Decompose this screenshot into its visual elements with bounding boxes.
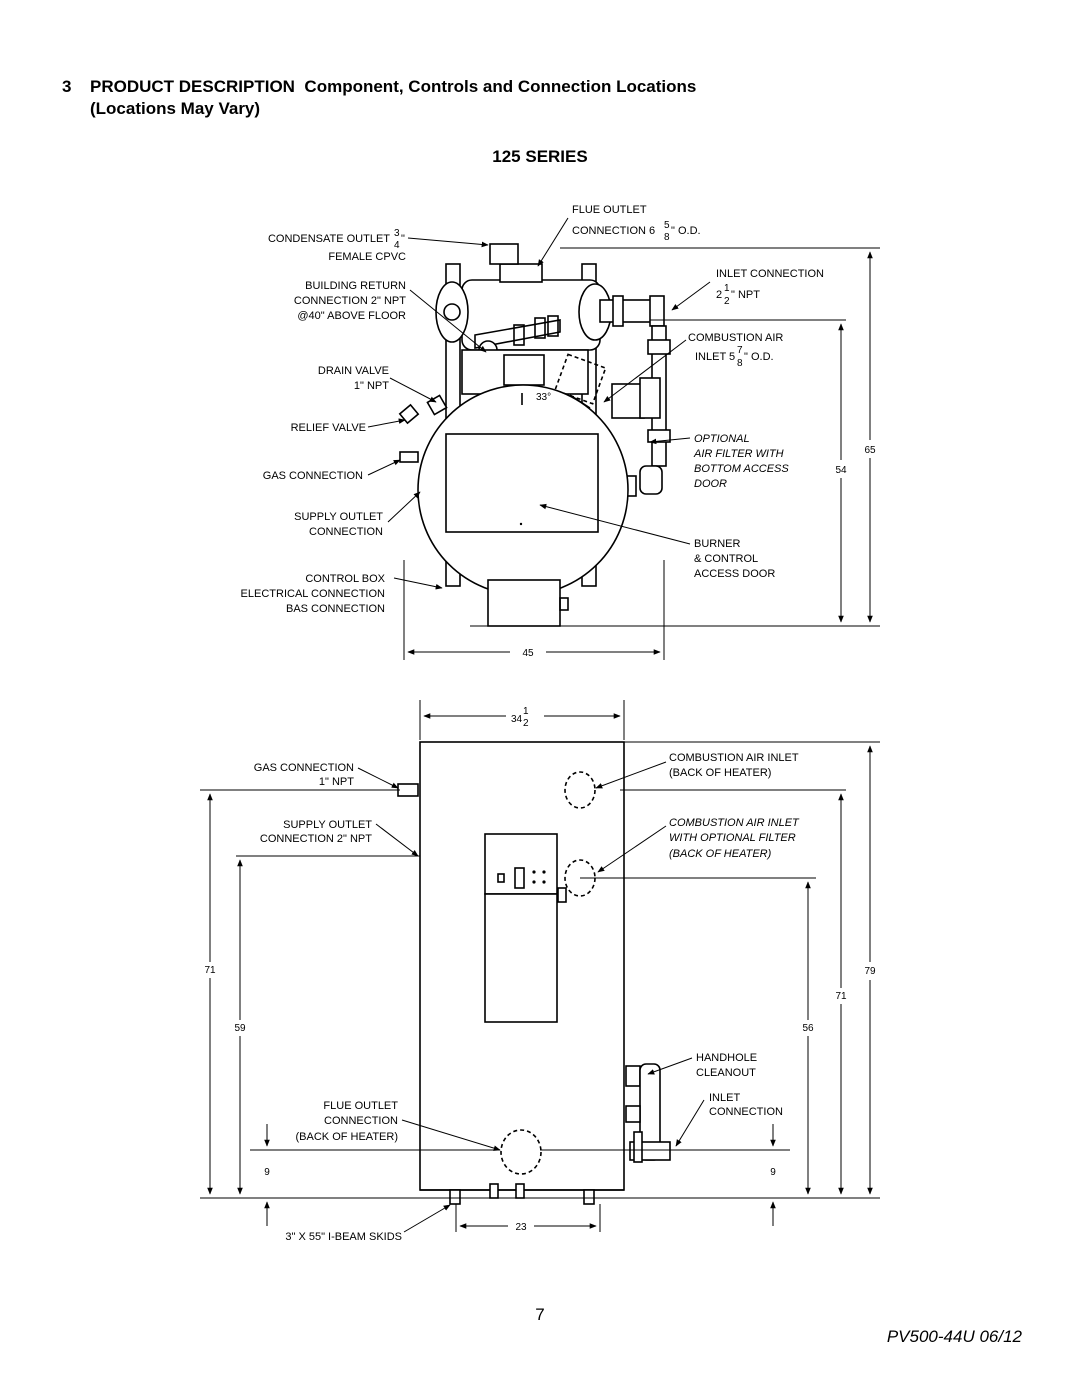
combustion-filter-label-3: (BACK OF HEATER) [669, 848, 772, 860]
inlet-connection-label-3: " NPT [731, 289, 760, 301]
front-view-drawing [397, 741, 671, 1205]
gas-connection-label: GAS CONNECTION [263, 470, 363, 482]
combustion-filter-label-2: WITH OPTIONAL FILTER [669, 832, 796, 844]
top-view-drawing [398, 243, 671, 627]
dim-height-54: 54 [835, 465, 847, 476]
flue-outlet-label-3: " O.D. [671, 225, 701, 237]
drain-valve-label-1: DRAIN VALVE [318, 365, 389, 377]
supply-outlet-label-1: SUPPLY OUTLET [294, 511, 383, 523]
control-box-label-2: ELECTRICAL CONNECTION [241, 588, 386, 600]
dim-right-71: 71 [835, 991, 847, 1002]
front-view-dimensions [200, 700, 880, 1232]
building-return-label-1: BUILDING RETURN [305, 280, 406, 292]
drain-valve-label-2: 1" NPT [354, 380, 389, 392]
section-subtitle: Component, Controls and Connection Locat… [304, 77, 697, 96]
combustion-inlet-label-1: COMBUSTION AIR INLET [669, 752, 799, 764]
building-return-label-2: CONNECTION 2" NPT [294, 295, 406, 307]
control-box-label-1: CONTROL BOX [305, 573, 385, 585]
burner-label-3: ACCESS DOOR [694, 568, 775, 580]
front-view-leaders [357, 761, 705, 1233]
control-panel-dots [532, 870, 546, 884]
control-box-label-3: BAS CONNECTION [286, 603, 385, 615]
condensate-label-1: CONDENSATE OUTLET [268, 233, 390, 245]
dim-right-79: 79 [864, 966, 876, 977]
optional-label-4: DOOR [694, 478, 727, 490]
inlet-label-1: INLET [709, 1092, 740, 1104]
inlet-frac-d: 2 [724, 296, 730, 307]
optional-label-2: AIR FILTER WITH [693, 448, 784, 460]
section-number: 3 [62, 77, 72, 96]
page-number: 7 [535, 1305, 545, 1324]
dim-width-45: 45 [522, 648, 534, 659]
top-view-leaders [367, 217, 711, 590]
front-flue-label-1: FLUE OUTLET [323, 1100, 398, 1112]
combustion-air-label-2: INLET 5 [695, 351, 735, 363]
supply-outlet-label-2: CONNECTION [309, 526, 383, 538]
skids-label: 3" X 55" I-BEAM SKIDS [285, 1231, 402, 1243]
angle-label: 33° [536, 392, 551, 403]
flue-outlet-frac-d: 8 [664, 232, 670, 243]
document-code: PV500-44U 06/12 [886, 1327, 1022, 1346]
front-supply-label-1: SUPPLY OUTLET [283, 819, 372, 831]
section-title: PRODUCT DESCRIPTION [90, 77, 295, 96]
combustion-air-label-3: " O.D. [744, 351, 774, 363]
condensate-frac-n: 3 [394, 228, 400, 239]
combustion-frac-d: 8 [737, 358, 743, 369]
section-title-line1: PRODUCT DESCRIPTION Component, Controls … [90, 76, 696, 98]
flue-outlet-label-1: FLUE OUTLET [572, 204, 647, 216]
burner-label-1: BURNER [694, 538, 741, 550]
section-title-line2: (Locations May Vary) [90, 99, 261, 118]
condensate-quote: " [401, 233, 405, 245]
dim-top-width-frac-n: 1 [523, 706, 529, 717]
dim-skid-width: 23 [515, 1222, 527, 1233]
burner-center-dot [519, 522, 523, 526]
inlet-label-2: CONNECTION [709, 1106, 783, 1118]
series-title: 125 SERIES [492, 147, 588, 166]
inlet-connection-label-2: 2 [716, 289, 722, 301]
dim-left-9: 9 [264, 1167, 270, 1178]
combustion-inlet-label-2: (BACK OF HEATER) [669, 767, 771, 779]
combustion-air-label-1: COMBUSTION AIR [688, 332, 783, 344]
handhole-label-1: HANDHOLE [696, 1052, 757, 1064]
burner-label-2: & CONTROL [694, 553, 758, 565]
building-return-label-3: @40" ABOVE FLOOR [297, 310, 406, 322]
flue-outlet-frac-n: 5 [664, 220, 670, 231]
dim-height-65: 65 [864, 445, 876, 456]
condensate-label-2: FEMALE CPVC [328, 251, 406, 263]
flue-outlet-label-2: CONNECTION 6 [572, 225, 655, 237]
front-gas-label-2: 1" NPT [319, 776, 354, 788]
dim-right-56: 56 [802, 1023, 814, 1034]
inlet-frac-n: 1 [724, 283, 730, 294]
combustion-filter-label-1: COMBUSTION AIR INLET [669, 817, 800, 829]
front-supply-label-2: CONNECTION 2" NPT [260, 833, 372, 845]
dim-top-width-frac-d: 2 [523, 718, 529, 729]
dim-top-width: 34 [511, 714, 523, 725]
front-gas-label-1: GAS CONNECTION [254, 762, 354, 774]
handhole-label-2: CLEANOUT [696, 1067, 756, 1079]
inlet-connection-label-1: INLET CONNECTION [716, 268, 824, 280]
optional-label-1: OPTIONAL [694, 433, 750, 445]
front-flue-label-3: (BACK OF HEATER) [296, 1131, 398, 1143]
combustion-frac-n: 7 [737, 345, 743, 356]
dim-left-59: 59 [234, 1023, 246, 1034]
relief-valve-label: RELIEF VALVE [291, 422, 366, 434]
dim-right-9: 9 [770, 1167, 776, 1178]
dim-left-71: 71 [204, 965, 216, 976]
top-view-dimensions [403, 247, 880, 660]
optional-label-3: BOTTOM ACCESS [694, 463, 789, 475]
condensate-frac-d: 4 [394, 240, 400, 251]
front-flue-label-2: CONNECTION [324, 1115, 398, 1127]
